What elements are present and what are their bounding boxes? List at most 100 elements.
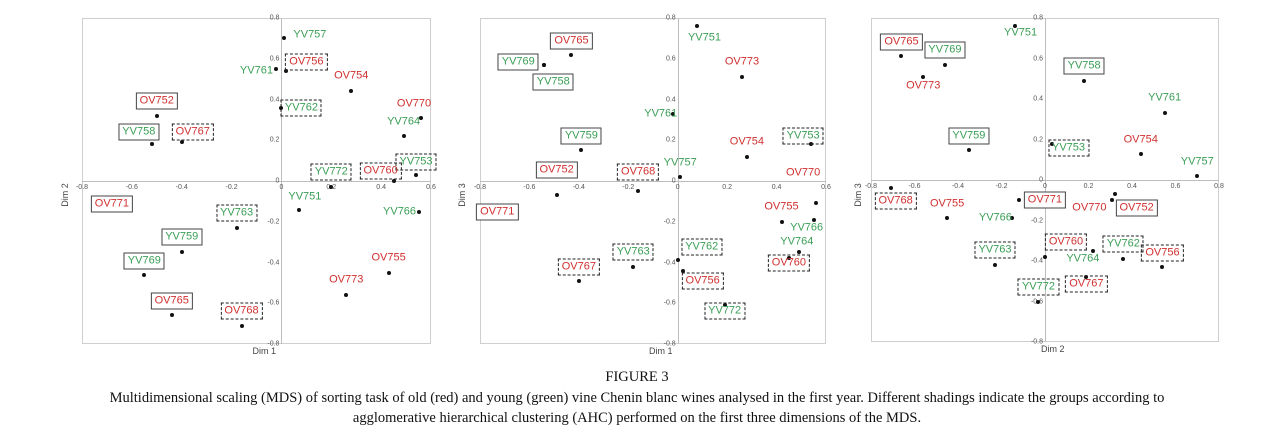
y-tick-label: 0 [671, 177, 676, 185]
x-axis-title: Dim 1 [252, 346, 277, 356]
point-label: YV758 [118, 123, 160, 141]
data-point [1084, 275, 1089, 280]
point-label: OV765 [550, 32, 593, 50]
data-point [284, 68, 289, 73]
point-label: OV768 [617, 163, 660, 181]
point-label: OV768 [220, 302, 263, 320]
x-axis-title: Dim 2 [1041, 344, 1065, 354]
point-label: YV761 [1148, 91, 1182, 104]
y-axis-title: Dim 2 [59, 183, 70, 207]
data-point [386, 270, 391, 275]
point-label: YV753 [782, 127, 824, 145]
point-label: YV761 [644, 107, 678, 120]
data-point [966, 147, 971, 152]
y-axis-line [677, 18, 679, 344]
y-tick-label: -0.8 [663, 340, 676, 348]
point-label: YV757 [663, 156, 697, 169]
x-tick-label: -0.4 [951, 183, 965, 190]
data-point [169, 313, 174, 318]
point-label: YV769 [497, 53, 539, 71]
data-point [149, 142, 154, 147]
data-point [722, 303, 727, 308]
data-point [349, 89, 354, 94]
point-label: YV762 [1102, 235, 1144, 253]
x-tick-label: 0.2 [1083, 183, 1094, 190]
data-point [1090, 248, 1095, 253]
point-label: OV771 [90, 195, 134, 213]
data-point [670, 111, 675, 116]
point-label: OV752 [535, 161, 578, 179]
y-axis-title: Dim 3 [456, 183, 467, 207]
point-label: OV773 [329, 273, 364, 286]
y-tick-label: 0.2 [269, 136, 280, 144]
data-point [779, 219, 784, 224]
data-point [942, 62, 947, 67]
data-point [786, 256, 791, 261]
data-point [992, 263, 997, 268]
y-tick-label: 0.8 [665, 14, 676, 22]
data-point [281, 36, 286, 41]
data-point [239, 323, 244, 328]
x-tick-label: 0 [1043, 183, 1047, 190]
data-point [419, 115, 424, 120]
point-label: OV760 [359, 162, 402, 180]
point-label: YV757 [293, 28, 327, 41]
point-label: OV771 [476, 203, 519, 221]
y-tick-label: -0.4 [1030, 257, 1043, 265]
x-tick-label: 0.4 [376, 184, 387, 191]
point-label: YV753 [395, 153, 437, 171]
data-point [1110, 198, 1115, 203]
point-label: YV761 [239, 64, 273, 77]
point-label: OV755 [764, 200, 799, 213]
x-tick-label: -0.2 [995, 183, 1008, 190]
point-label: YV759 [948, 127, 990, 145]
y-axis-line [1045, 18, 1046, 342]
data-point [1162, 111, 1167, 116]
data-point [414, 172, 419, 177]
point-label: YV772 [704, 302, 746, 320]
x-tick-label: -0.6 [908, 183, 921, 190]
x-axis-line [480, 181, 826, 182]
point-label: OV754 [1123, 133, 1158, 146]
data-point [1195, 173, 1200, 178]
data-point [675, 258, 680, 263]
point-label: OV756 [1141, 244, 1184, 262]
y-tick-label: 0.4 [269, 96, 280, 103]
point-label: YV751 [1004, 26, 1038, 39]
point-label: OV760 [767, 254, 811, 272]
point-label: OV771 [1023, 191, 1067, 209]
point-label: YV759 [161, 228, 203, 246]
data-point [945, 216, 950, 221]
data-point [579, 148, 584, 153]
point-label: OV756 [681, 272, 724, 290]
point-label: OV755 [930, 197, 965, 210]
point-label: OV756 [285, 53, 328, 71]
data-point [391, 179, 396, 183]
point-label: YV758 [532, 73, 574, 91]
data-point [1112, 192, 1117, 197]
data-point [1082, 78, 1087, 83]
x-tick-label: -0.6 [523, 184, 536, 191]
x-tick-label: 0.6 [426, 184, 436, 191]
point-label: YV753 [1048, 139, 1090, 157]
data-point [888, 186, 893, 191]
point-label: OV752 [1115, 199, 1158, 217]
x-tick-label: -0.2 [225, 184, 238, 191]
data-point [296, 207, 301, 212]
data-point [1121, 256, 1126, 261]
y-tick-label: -0.2 [663, 218, 676, 226]
x-tick-label: -0.4 [572, 184, 585, 191]
point-label: OV767 [171, 123, 214, 141]
x-tick-label: 0.2 [722, 184, 733, 191]
point-label: YV769 [924, 41, 966, 59]
x-tick-label: -0.8 [473, 184, 487, 191]
point-label: OV765 [880, 33, 923, 51]
y-tick-label: 0.4 [665, 96, 676, 103]
y-tick-label: 0.8 [269, 14, 280, 22]
data-point [1016, 198, 1021, 203]
y-tick-label: -0.2 [1030, 217, 1043, 224]
data-point [695, 24, 700, 29]
data-point [678, 174, 683, 179]
x-tick-label: 0.6 [821, 184, 831, 191]
data-point [344, 293, 349, 298]
